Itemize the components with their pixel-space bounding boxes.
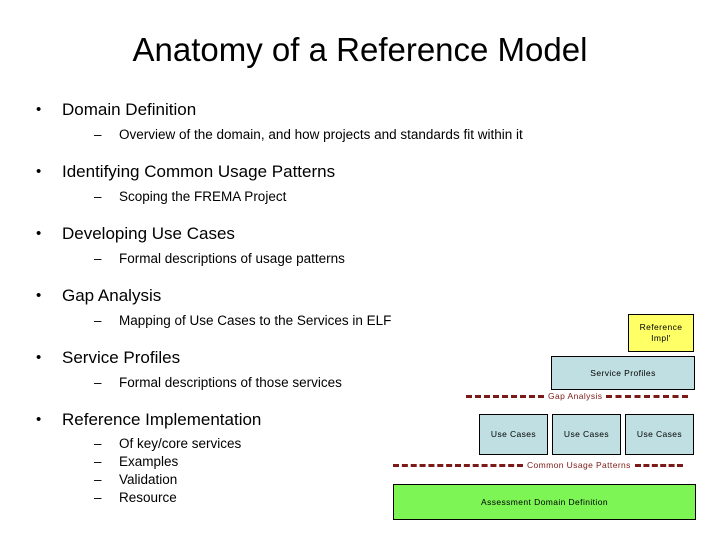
dashed-line-left (393, 463, 523, 467)
outline-group: • Service Profiles – Formal descriptions… (0, 348, 700, 392)
outline-subitem: – Mapping of Use Cases to the Services i… (0, 312, 700, 330)
dashed-line-right (634, 463, 683, 467)
bullet-marker: • (36, 101, 42, 118)
outline-subitem-label: Resource (119, 490, 177, 505)
outline-item-label: Service Profiles (62, 348, 181, 367)
outline-group: • Identifying Common Usage Patterns – Sc… (0, 162, 700, 206)
outline-subitem: – Overview of the domain, and how projec… (0, 126, 700, 144)
outline-subitem-label: Mapping of Use Cases to the Services in … (119, 313, 392, 328)
diagram-box-service-profiles: Service Profiles (551, 356, 695, 390)
outline-subitem-label: Scoping the FREMA Project (119, 189, 287, 204)
bullet-marker: • (36, 349, 42, 366)
diagram-box-use-cases-1: Use Cases (479, 414, 548, 455)
outline-subitem-label: Examples (119, 454, 179, 469)
outline-subitem: – Examples (0, 453, 700, 471)
outline-subitem: – Resource (0, 489, 700, 507)
dashed-line-left (466, 394, 544, 398)
outline-subitem-label: Of key/core services (119, 436, 242, 451)
dash-marker: – (94, 127, 102, 142)
diagram-separator-gap-analysis: Gap Analysis (466, 390, 696, 402)
outline-group: • Gap Analysis – Mapping of Use Cases to… (0, 286, 700, 330)
diagram-box-use-cases-3: Use Cases (625, 414, 694, 455)
diagram-box-assessment-domain-definition: Assessment Domain Definition (393, 484, 696, 520)
dash-marker: – (94, 490, 102, 505)
outline-subitem: – Of key/core services (0, 435, 700, 453)
outline-subitem: – Validation (0, 471, 700, 489)
dash-marker: – (94, 436, 102, 451)
outline-item-label: Reference Implementation (62, 410, 262, 429)
bullet-marker: • (36, 411, 42, 428)
outline-item-label: Domain Definition (62, 100, 197, 119)
outline-group: • Domain Definition – Overview of the do… (0, 100, 700, 144)
outline-subitem-label: Formal descriptions of those services (119, 375, 342, 390)
outline-item-gap-analysis: • Gap Analysis (0, 286, 700, 306)
dashed-line-right (606, 394, 689, 398)
outline-item-label: Gap Analysis (62, 286, 162, 305)
diagram-box-reference-impl: Reference Impl' (628, 314, 694, 352)
bullet-marker: • (36, 287, 42, 304)
outline-group: • Reference Implementation – Of key/core… (0, 410, 700, 507)
bullet-marker: • (36, 163, 42, 180)
dash-marker: – (94, 313, 102, 328)
diagram-separator-common-usage-patterns: Common Usage Patterns (393, 459, 696, 471)
outline-item-identifying-common-usage-patterns: • Identifying Common Usage Patterns (0, 162, 700, 182)
outline-item-developing-use-cases: • Developing Use Cases (0, 224, 700, 244)
outline-item-domain-definition: • Domain Definition (0, 100, 700, 120)
outline-item-reference-implementation: • Reference Implementation (0, 410, 700, 430)
outline-body: • Domain Definition – Overview of the do… (0, 100, 700, 507)
diagram-box-use-cases-2: Use Cases (552, 414, 621, 455)
outline-subitem-label: Validation (119, 472, 178, 487)
dash-marker: – (94, 375, 102, 390)
dash-marker: – (94, 472, 102, 487)
outline-subitem-label: Overview of the domain, and how projects… (119, 127, 523, 142)
dash-marker: – (94, 454, 102, 469)
diagram-separator-label: Common Usage Patterns (527, 460, 631, 470)
dash-marker: – (94, 189, 102, 204)
outline-subitem-label: Formal descriptions of usage patterns (119, 251, 345, 266)
outline-subitem: – Formal descriptions of those services (0, 374, 700, 392)
outline-item-service-profiles: • Service Profiles (0, 348, 700, 368)
bullet-marker: • (36, 225, 42, 242)
dash-marker: – (94, 251, 102, 266)
outline-group: • Developing Use Cases – Formal descript… (0, 224, 700, 268)
outline-item-label: Developing Use Cases (62, 224, 235, 243)
outline-item-label: Identifying Common Usage Patterns (62, 162, 336, 181)
outline-subitem: – Formal descriptions of usage patterns (0, 250, 700, 268)
outline-subitem: – Scoping the FREMA Project (0, 188, 700, 206)
page-title: Anatomy of a Reference Model (132, 31, 588, 68)
diagram-separator-label: Gap Analysis (548, 391, 603, 401)
